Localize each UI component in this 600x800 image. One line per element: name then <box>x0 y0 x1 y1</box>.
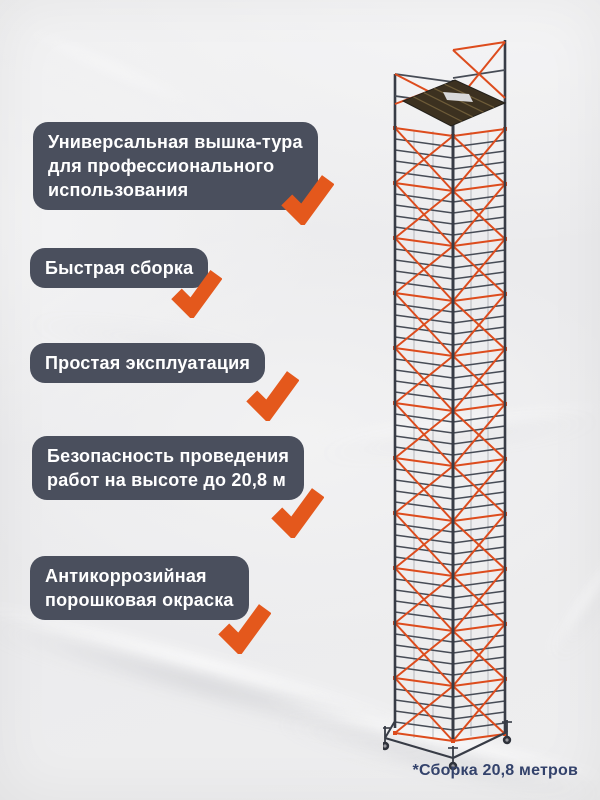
feature-label: Быстрая сборка <box>45 258 194 278</box>
feature-badge-universal: Универсальная вышка-тура для профессиона… <box>33 122 334 225</box>
paper-fold-shadow <box>548 543 600 667</box>
feature-badge-fast-assembly: Быстрая сборка <box>30 248 223 318</box>
feature-label: Универсальная вышка-тура для профессиона… <box>48 132 303 200</box>
checkmark-icon <box>271 488 325 538</box>
product-image-scaffold-tower <box>383 40 512 771</box>
footnote-assembly-height: *Сборка 20,8 метров <box>412 762 578 779</box>
feature-badge-anticorrosion: Антикоррозийная порошковая окраска <box>30 556 271 654</box>
paper-fold <box>15 19 205 115</box>
feature-label: Безопасность проведения работ на высоте … <box>47 446 290 490</box>
paper-fold-shadow <box>0 611 438 759</box>
feature-label: Простая эксплуатация <box>45 353 251 373</box>
checkmark-icon <box>246 371 300 421</box>
feature-label: Антикоррозийная порошковая окраска <box>45 566 234 610</box>
paper-fold <box>538 531 600 663</box>
feature-badge-safety-height: Безопасность проведения работ на высоте … <box>32 436 325 538</box>
checkmark-icon <box>281 175 334 225</box>
feature-badge-easy-operation: Простая эксплуатация <box>30 343 300 421</box>
